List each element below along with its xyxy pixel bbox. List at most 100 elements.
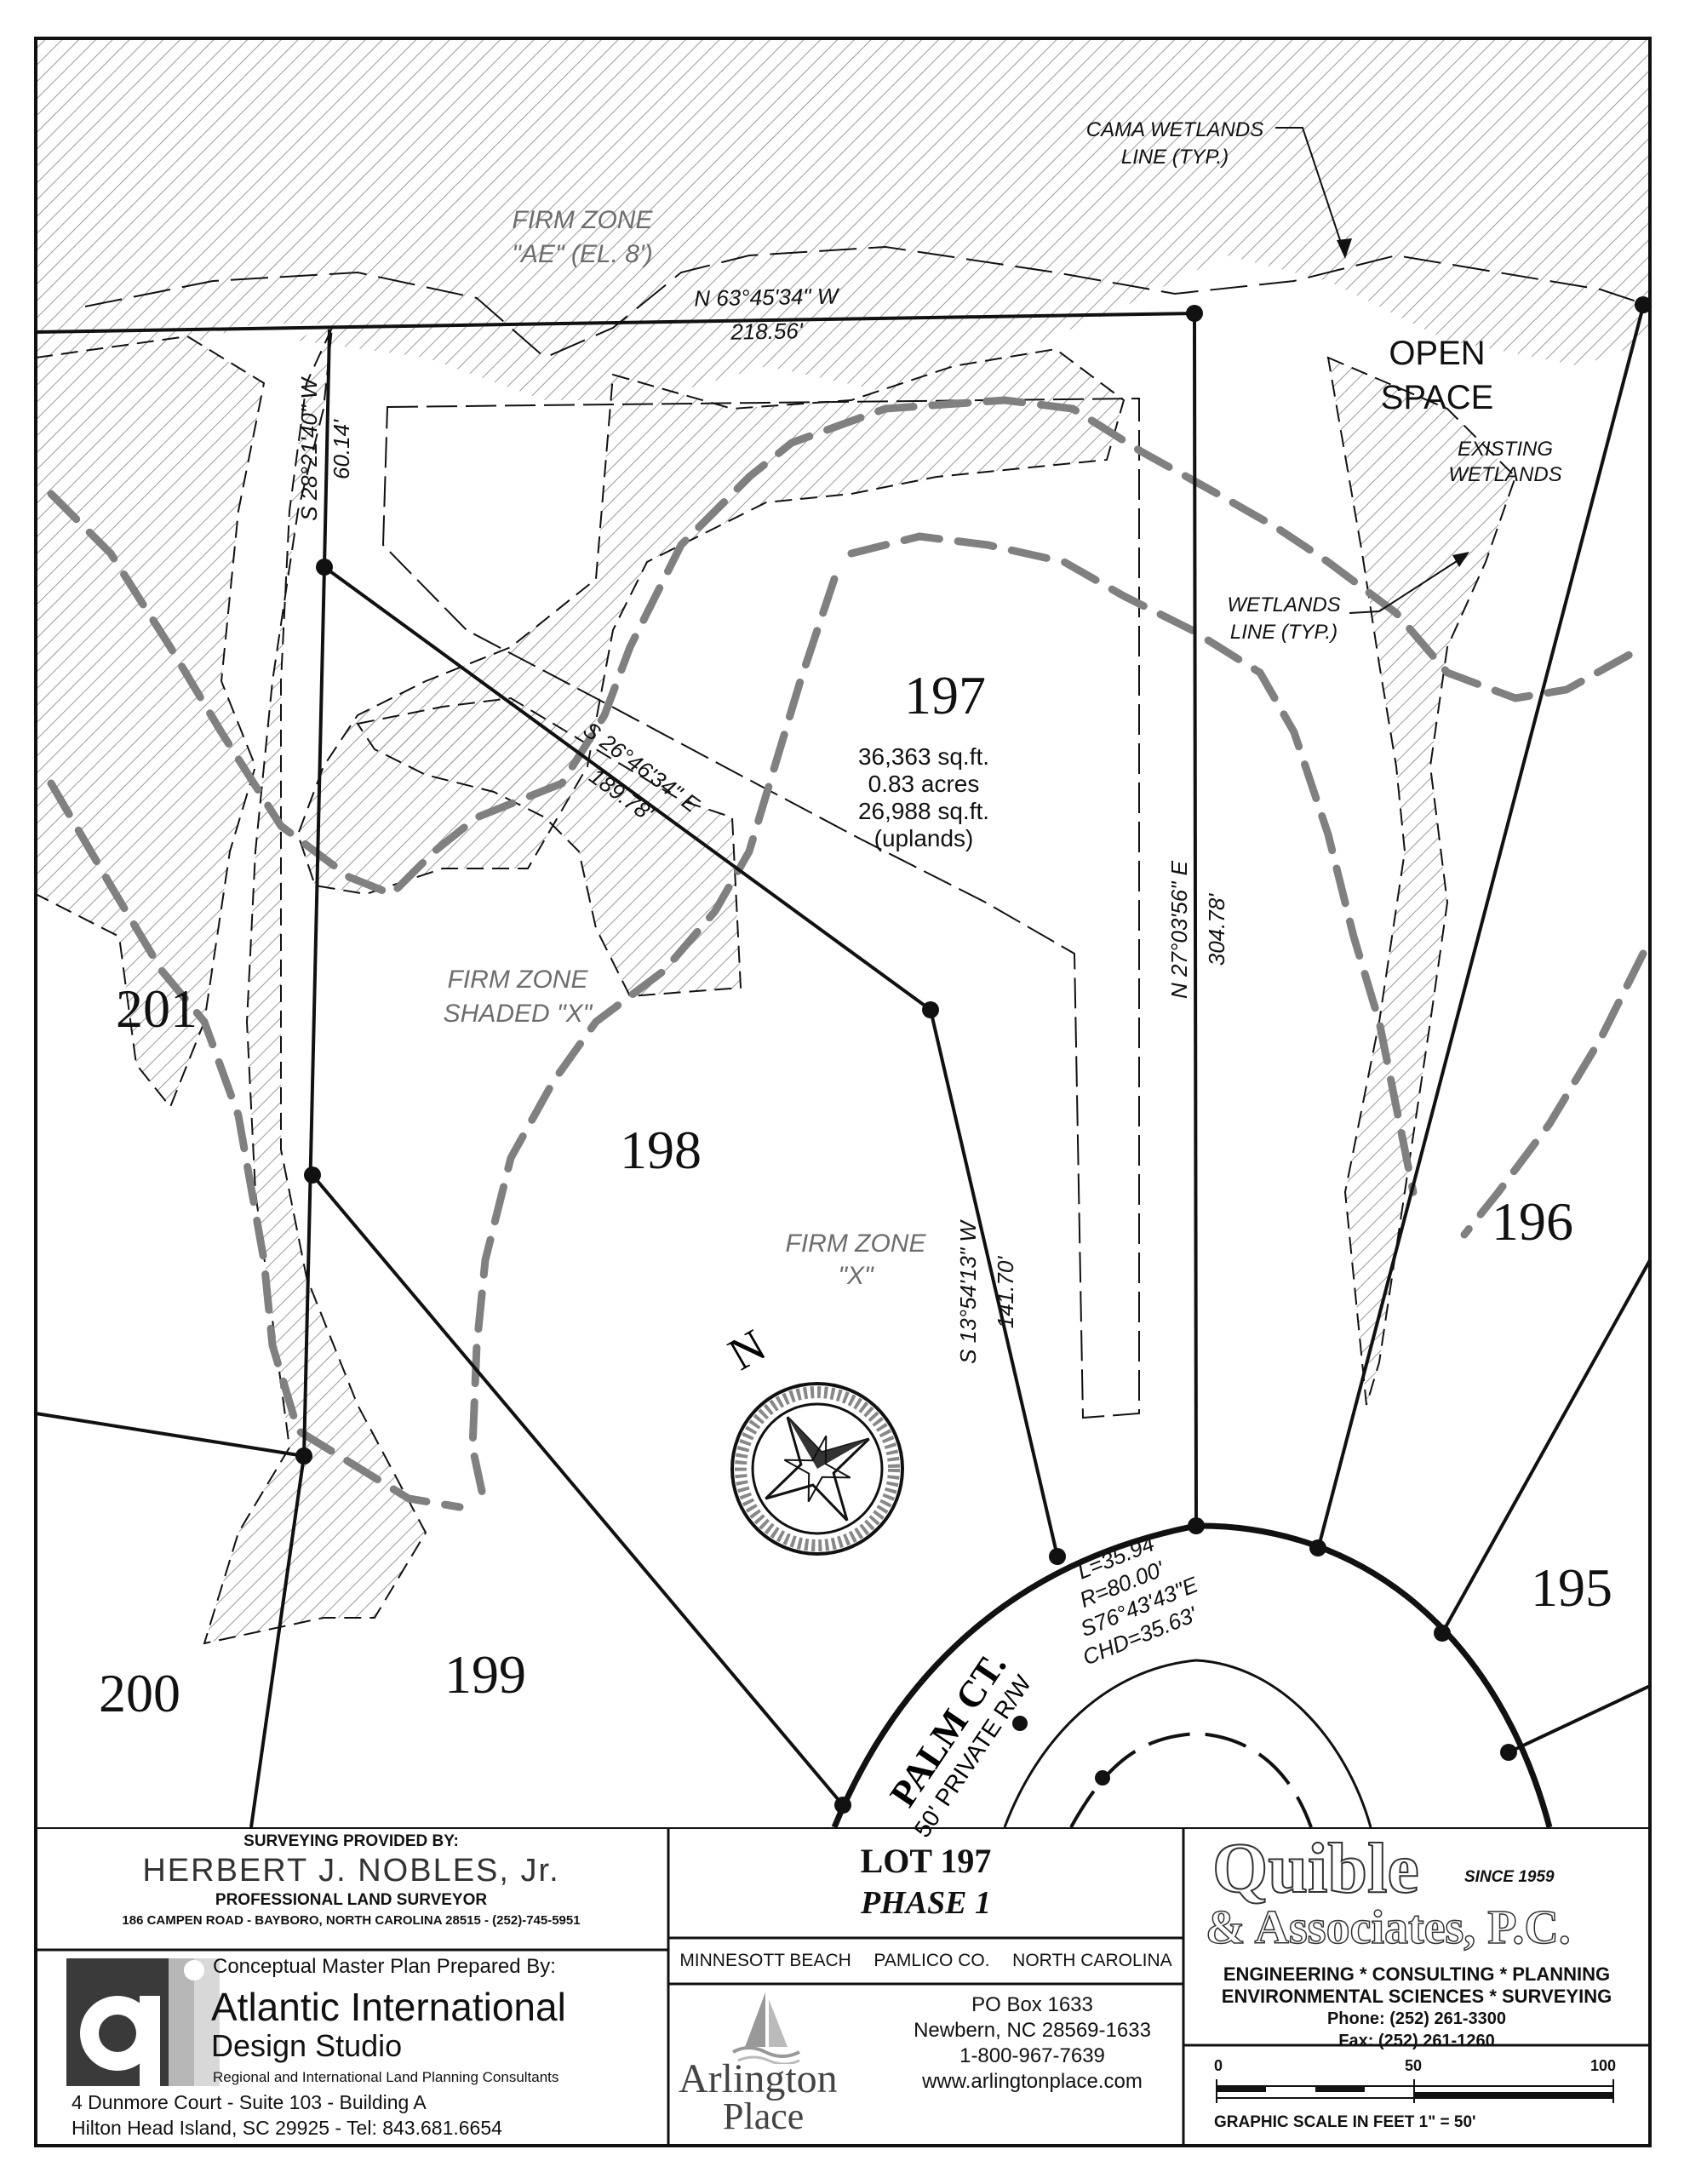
wetlands-leader <box>1349 554 1467 614</box>
lot-197-label: 197 <box>904 665 986 725</box>
lot-199-label: 199 <box>444 1644 526 1705</box>
lot-title: LOT 197 <box>860 1842 992 1880</box>
ae-zone-hatch <box>36 38 1650 400</box>
existing-wetlands-line1: EXISTING <box>1458 438 1553 461</box>
surveyor-address: 186 CAMPEN ROAD - BAYBORO, NORTH CAROLIN… <box>122 1913 581 1928</box>
west-distance: 60.14' <box>329 419 354 479</box>
wetlands-lines <box>47 396 1647 1511</box>
north-strip-hatch <box>35 335 266 1109</box>
lot-phase-block: LOT 197 PHASE 1 <box>668 1827 1183 1938</box>
arlington-phone: 1-800-967-7639 <box>959 2044 1105 2067</box>
wetlands-line-south <box>47 779 464 1511</box>
point-sw-curve <box>1049 1548 1066 1565</box>
lot-196-label: 196 <box>1492 1191 1573 1252</box>
arlington-sail-logo <box>732 1992 800 2064</box>
aids-block: Conceptual Master Plan Prepared By: Atla… <box>34 1950 668 2146</box>
wetlands-line-inner <box>468 575 839 1511</box>
wetlands-line-east <box>1460 949 1647 1239</box>
compass-outer-ring <box>730 1382 904 1556</box>
point-curve-3 <box>1309 1539 1326 1556</box>
area-uplands-label: (uplands) <box>874 825 974 851</box>
surveyor-title: PROFESSIONAL LAND SURVEYOR <box>215 1891 488 1909</box>
wetlands-line-note2: LINE (TYP.) <box>1230 621 1337 644</box>
open-space-line1: OPEN <box>1389 335 1485 372</box>
aids-name-2: Design Studio <box>211 2028 403 2063</box>
surveyor-heading: SURVEYING PROVIDED BY: <box>243 1832 459 1850</box>
lot197-south-line <box>929 1009 1059 1557</box>
point-198-199 <box>304 1167 321 1184</box>
point-curve-4 <box>1434 1625 1451 1642</box>
survey-points <box>295 296 1652 1814</box>
cama-note-line2: LINE (TYP.) <box>1121 146 1229 169</box>
point-inner-2 <box>1095 1770 1110 1786</box>
building-setback-line <box>381 397 1140 1419</box>
point-ne <box>1186 305 1203 322</box>
aids-name-1: Atlantic International <box>211 1985 566 2029</box>
lot197-area-block: 36,363 sq.ft. 0.83 acres 26,988 sq.ft. (… <box>858 743 989 851</box>
arlington-web: www.arlingtonplace.com <box>922 2070 1143 2093</box>
sheet-border <box>34 37 1652 2147</box>
area-sqft: 36,363 sq.ft. <box>858 743 989 770</box>
cama-arrowhead <box>1337 238 1352 259</box>
point-se-curve <box>1188 1517 1205 1534</box>
lot198-199-line <box>302 566 326 1457</box>
wetland-hatch-areas <box>35 38 1650 1645</box>
west-bearing: S 28°21'40" W <box>296 376 322 521</box>
cama-leader <box>1275 127 1346 256</box>
arlington-contact: PO Box 1633 Newbern, NC 28569-1633 1-800… <box>885 1992 1179 2095</box>
note-leaders <box>1275 127 1467 614</box>
open-space-label: OPEN SPACE <box>1381 335 1494 416</box>
wetlands-line-west <box>47 396 1647 899</box>
compass-band <box>735 1386 900 1551</box>
phase-title: PHASE 1 <box>860 1885 992 1921</box>
location-row: MINNESOTT BEACH PAMLICO CO. NORTH CAROLI… <box>668 1938 1183 1984</box>
south-distance: 141.70' <box>993 1256 1018 1329</box>
lot-200-label: 200 <box>99 1663 180 1723</box>
east-wetland-hatch <box>1326 356 1517 1406</box>
scale-caption: GRAPHIC SCALE IN FEET 1" = 50' <box>1214 2113 1476 2131</box>
quible-line-1: ENGINEERING * CONSULTING * PLANNING <box>1223 1963 1611 1985</box>
east-distance: 304.78' <box>1204 893 1229 966</box>
quible-name-1: Quible <box>1211 1828 1420 1909</box>
quible-services: ENGINEERING * CONSULTING * PLANNING ENVI… <box>1183 1963 1650 2052</box>
quible-line-2: ENVIRONMENTAL SCIENCES * SURVEYING <box>1221 1986 1612 2007</box>
north-property-line <box>35 312 1195 334</box>
open-space-line2: SPACE <box>1381 379 1494 416</box>
lot199-diag-line <box>311 1173 845 1807</box>
point-far-ne <box>1635 296 1652 313</box>
title-block: SURVEYING PROVIDED BY: HERBERT J. NOBLES… <box>34 1827 1650 2146</box>
east-bearing: N 27°03'56" E <box>1166 860 1192 999</box>
lot197-west-line <box>323 329 331 568</box>
arlington-po: PO Box 1633 <box>971 1993 1093 2016</box>
arlington-city: Newbern, NC 28569-1633 <box>914 2019 1151 2042</box>
point-w <box>316 559 333 576</box>
compass-north-letter: N <box>720 1319 775 1379</box>
zone-x-line1: FIRM ZONE <box>786 1230 927 1258</box>
location-town: MINNESOTT BEACH <box>679 1951 851 1970</box>
street-labels: PALM CT. 50' PRIVATE R/W <box>882 1645 1037 1842</box>
graphic-scale-block: 0 50 100 GRAPHIC SCALE IN FEET 1" = 50' <box>1183 2045 1650 2146</box>
point-s <box>922 1001 939 1018</box>
scale-tick-100: 100 <box>1590 2057 1617 2074</box>
wetlands-line-east-loop <box>847 532 1418 1196</box>
scale-bar <box>1216 2079 1614 2103</box>
zone-shaded-x-line2: SHADED "X" <box>444 1000 593 1028</box>
lot-201-label: 201 <box>116 978 198 1039</box>
lot197-diag-line <box>323 565 932 1012</box>
north-distance: 218.56' <box>730 318 804 345</box>
wetland-notes: CAMA WETLANDS LINE (TYP.) EXISTING WETLA… <box>1086 118 1562 644</box>
scale-tick-0: 0 <box>1214 2057 1223 2074</box>
compass-star-minor <box>783 1435 851 1503</box>
curve-data: L=35.94' R=80.00' S76°43'43"E CHD=35.63' <box>1074 1528 1202 1671</box>
zone-shaded-x-line1: FIRM ZONE <box>448 966 589 994</box>
lot-195-label: 195 <box>1531 1557 1612 1618</box>
quible-fax: Fax: (252) 261-1260 <box>1338 2032 1495 2050</box>
aids-prepared-by: Conceptual Master Plan Prepared By: <box>213 1955 556 1978</box>
wetlands-line-note1: WETLANDS <box>1227 593 1340 616</box>
compass-star-shade <box>788 1417 869 1469</box>
zone-x-line2: "X" <box>838 1262 874 1290</box>
cul-de-sac-inner <box>1003 1659 1372 1828</box>
quible-block: Quible SINCE 1959 & Associates, P.C. ENG… <box>1183 1827 1650 2050</box>
